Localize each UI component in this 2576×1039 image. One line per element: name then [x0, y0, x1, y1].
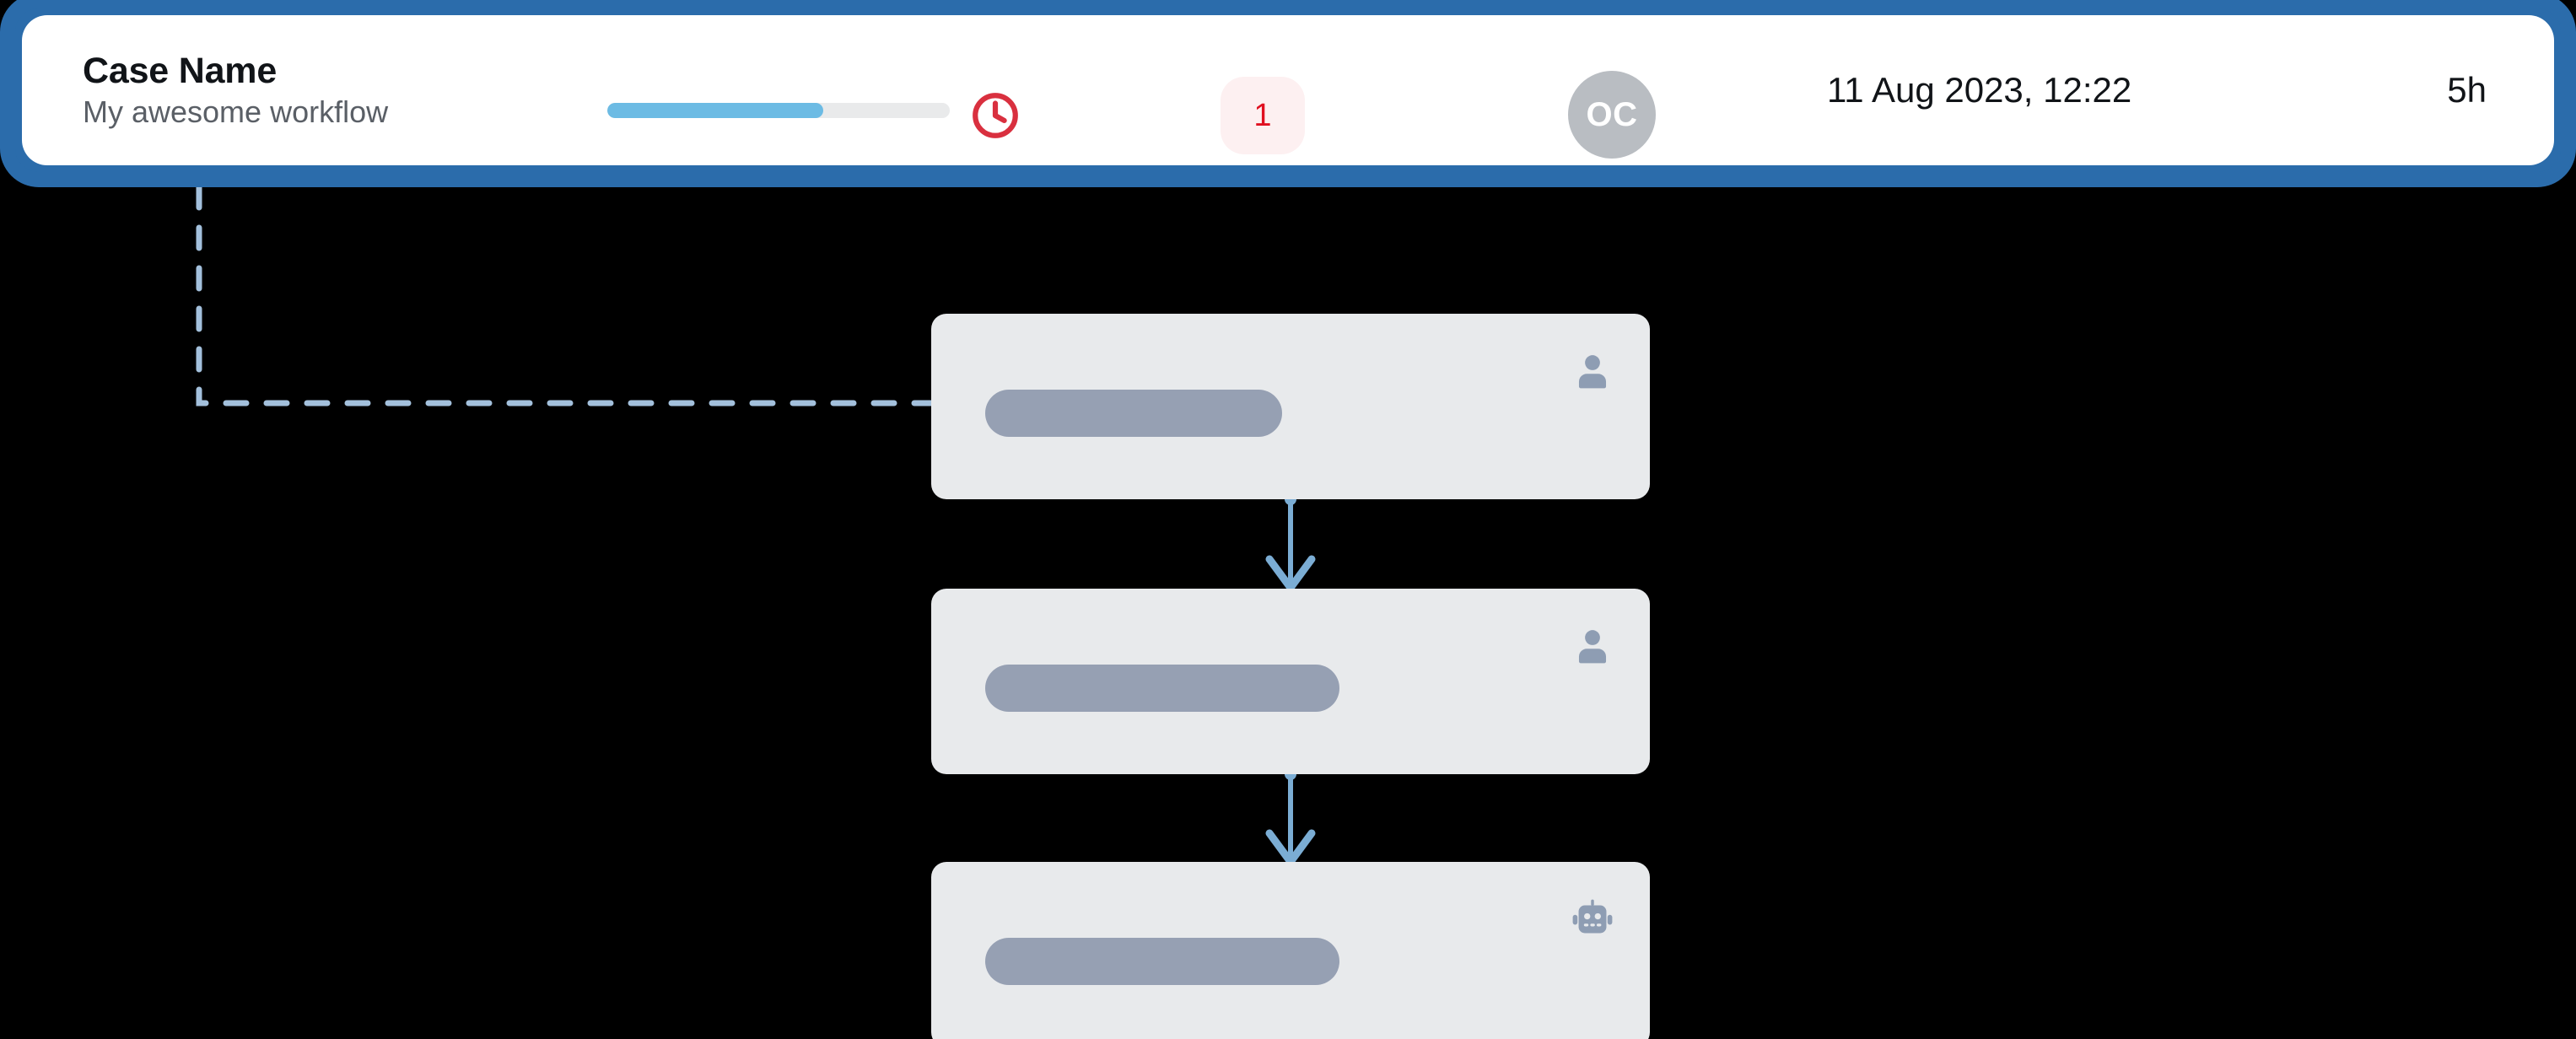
robot-icon: [1572, 899, 1613, 934]
node-label-skeleton: [985, 390, 1282, 437]
case-count-badge[interactable]: 1: [1221, 77, 1305, 154]
case-card-selection-ring[interactable]: Case Name My awesome workflow 1 OC 11 Au…: [0, 0, 2576, 187]
workflow-node-card[interactable]: [931, 314, 1650, 499]
person-icon: [1578, 355, 1607, 389]
case-subtitle: My awesome workflow: [83, 94, 389, 130]
edge-node-1-to-node-2-arrowhead: [1265, 555, 1316, 592]
workflow-node-card[interactable]: [931, 589, 1650, 774]
clock-icon: [973, 93, 1018, 138]
case-duration: 5h: [2447, 70, 2487, 110]
case-avatar[interactable]: OC: [1568, 71, 1656, 159]
case-progress-bar: [607, 103, 950, 118]
case-title: Case Name: [83, 50, 278, 91]
node-label-skeleton: [985, 665, 1339, 712]
person-icon: [1578, 630, 1607, 664]
case-date: 11 Aug 2023, 12:22: [1827, 70, 2132, 110]
workflow-node-card[interactable]: [931, 862, 1650, 1039]
case-title-block: Case Name My awesome workflow: [83, 51, 388, 129]
case-progress-fill: [607, 103, 823, 118]
edge-node-2-to-node-3-arrowhead: [1265, 829, 1316, 866]
edge-header-to-node-1: [196, 184, 935, 406]
node-label-skeleton: [985, 938, 1339, 985]
case-card[interactable]: Case Name My awesome workflow 1 OC 11 Au…: [22, 15, 2554, 165]
